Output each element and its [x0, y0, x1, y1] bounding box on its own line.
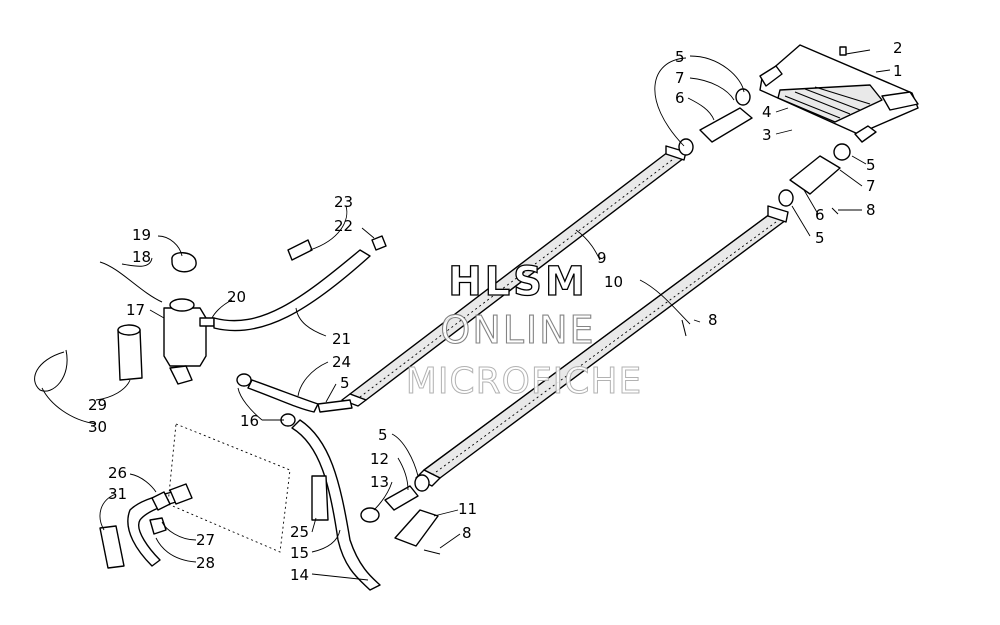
- coolant-hoses: [99, 235, 387, 591]
- callout-7: 7: [675, 69, 685, 87]
- front-heat-exchanger: [759, 44, 919, 143]
- callout-6: 6: [675, 89, 685, 107]
- connectors-and-clamps: [360, 88, 851, 547]
- callout-27: 27: [196, 531, 215, 549]
- watermark-line-3: MICROFICHE: [406, 361, 642, 402]
- callout-2: 2: [893, 39, 903, 57]
- callout-3: 3: [762, 126, 772, 144]
- callout-8: 8: [866, 201, 876, 219]
- callout-18: 18: [132, 248, 151, 266]
- coolant-bottle: [34, 252, 215, 392]
- callout-5: 5: [340, 374, 350, 392]
- callout-19: 19: [132, 226, 151, 244]
- callout-5: 5: [675, 48, 685, 66]
- callout-labels: 1 2 3 4 5 7 6 5 7 8 6 5 9 10 8 23 22 19 …: [88, 39, 903, 584]
- watermark: HLSM ONLINE MICROFICHE: [405, 258, 642, 402]
- callout-6: 6: [815, 206, 825, 224]
- callout-17: 17: [126, 301, 145, 319]
- callout-30: 30: [88, 418, 107, 436]
- watermark-line-1: HLSM: [448, 259, 588, 305]
- callout-1: 1: [893, 62, 903, 80]
- radiator-frame: [149, 373, 296, 553]
- callout-21: 21: [332, 330, 351, 348]
- callout-22: 22: [334, 217, 353, 235]
- callout-26: 26: [108, 464, 127, 482]
- callout-24: 24: [332, 353, 351, 371]
- callout-29: 29: [88, 396, 107, 414]
- callout-28: 28: [196, 554, 215, 572]
- upper-tunnel-cooler: [341, 145, 687, 407]
- callout-5: 5: [378, 426, 388, 444]
- callout-7: 7: [866, 177, 876, 195]
- callout-4: 4: [762, 103, 772, 121]
- mount-brackets: [423, 207, 839, 555]
- callout-10: 10: [604, 273, 623, 291]
- watermark-line-2: ONLINE: [440, 308, 595, 352]
- callout-12: 12: [370, 450, 389, 468]
- callout-5: 5: [866, 156, 876, 174]
- callout-5: 5: [815, 229, 825, 247]
- callout-31: 31: [108, 485, 127, 503]
- callout-20: 20: [227, 288, 246, 306]
- leader-lines: [41, 49, 891, 581]
- callout-25: 25: [290, 523, 309, 541]
- callout-11: 11: [458, 500, 477, 518]
- callout-8: 8: [462, 524, 472, 542]
- callout-14: 14: [290, 566, 309, 584]
- callout-8: 8: [708, 311, 718, 329]
- callout-15: 15: [290, 544, 309, 562]
- callout-13: 13: [370, 473, 389, 491]
- callout-23: 23: [334, 193, 353, 211]
- callout-16: 16: [240, 412, 259, 430]
- callout-9: 9: [597, 249, 607, 267]
